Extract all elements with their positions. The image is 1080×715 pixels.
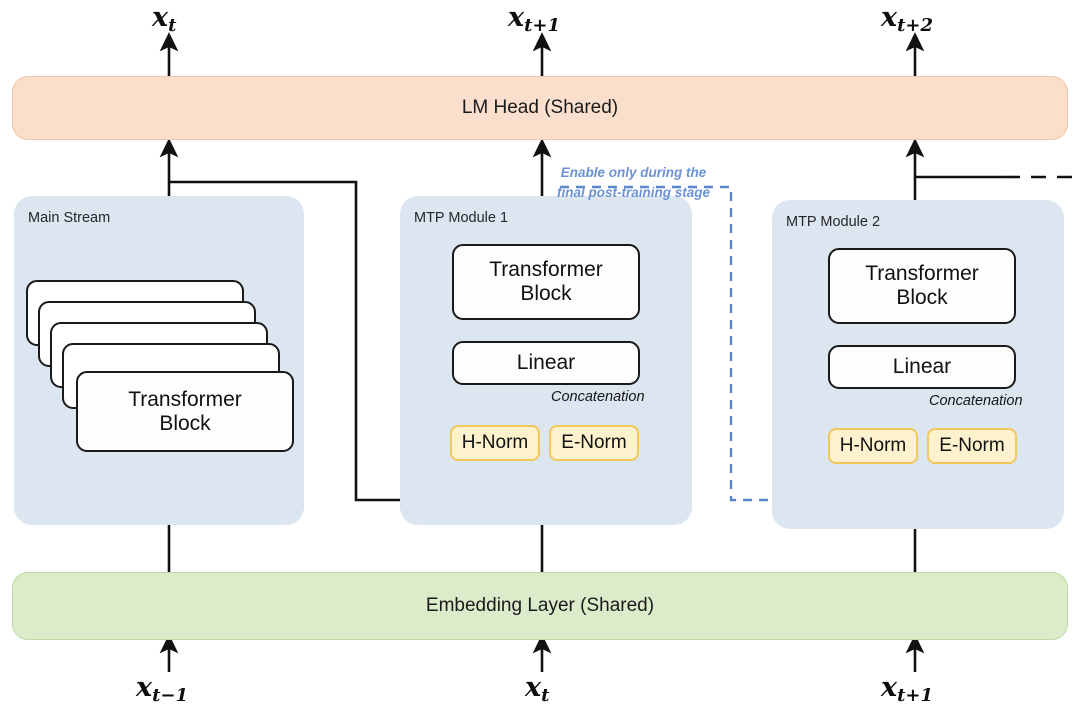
input-label-xt1: xt+1 — [881, 672, 934, 707]
output-label-xt2: xt+2 — [881, 2, 934, 37]
embedding-layer-label: Embedding Layer (Shared) — [425, 595, 655, 616]
mtp-module-2-h-norm: H-Norm — [828, 428, 918, 464]
mtp2-transformer-line1: Transformer — [865, 262, 979, 286]
output-label-xt1: xt+1 — [508, 2, 561, 37]
mtp1-h-norm-label: H-Norm — [461, 432, 529, 453]
enable-annotation-line1: Enable only during the — [560, 165, 707, 180]
mtp2-e-norm-label: E-Norm — [939, 435, 1005, 456]
lm-head-label: LM Head (Shared) — [461, 97, 619, 118]
output-label-xt: xt — [152, 2, 177, 37]
mtp-module-2-concatenation-label: Concatenation — [929, 393, 1023, 409]
edge-enable-dashed-annotation — [560, 185, 882, 502]
main-stream-block-line2: Block — [159, 411, 211, 435]
mtp-module-1-e-norm: E-Norm — [549, 425, 639, 461]
mtp1-e-norm-label: E-Norm — [561, 432, 627, 453]
main-stream-block-line1: Transformer — [128, 387, 242, 411]
input-label-xt: xt — [525, 672, 550, 707]
embedding-layer-bar: Embedding Layer (Shared) — [12, 572, 1068, 640]
mtp-module-2-linear: Linear — [828, 345, 1016, 389]
mtp-module-2-label: MTP Module 2 — [786, 214, 881, 230]
mtp-module-1-h-norm: H-Norm — [450, 425, 540, 461]
mtp2-h-norm-label: H-Norm — [839, 435, 907, 456]
mtp1-transformer-line1: Transformer — [489, 258, 603, 282]
main-stream-transformer-block: Transformer Block — [76, 371, 294, 452]
main-stream-label: Main Stream — [28, 210, 111, 226]
mtp-module-1-linear: Linear — [452, 341, 640, 385]
enable-annotation: Enable only during the final post-traini… — [557, 163, 710, 202]
mtp2-linear-label: Linear — [892, 355, 952, 379]
mtp-module-2-e-norm: E-Norm — [927, 428, 1017, 464]
input-label-xt-1: xt−1 — [136, 672, 189, 707]
mtp1-linear-label: Linear — [516, 351, 576, 375]
mtp-module-1-label: MTP Module 1 — [414, 210, 509, 226]
mtp-module-2-transformer-block: Transformer Block — [828, 248, 1016, 324]
lm-head-bar: LM Head (Shared) — [12, 76, 1068, 140]
mtp-module-1-transformer-block: Transformer Block — [452, 244, 640, 320]
enable-annotation-line2: final post-training stage — [557, 184, 711, 200]
mtp1-transformer-line2: Block — [520, 282, 572, 305]
mtp-module-1-concatenation-label: Concatenation — [551, 389, 645, 405]
mtp2-transformer-line2: Block — [896, 286, 948, 309]
